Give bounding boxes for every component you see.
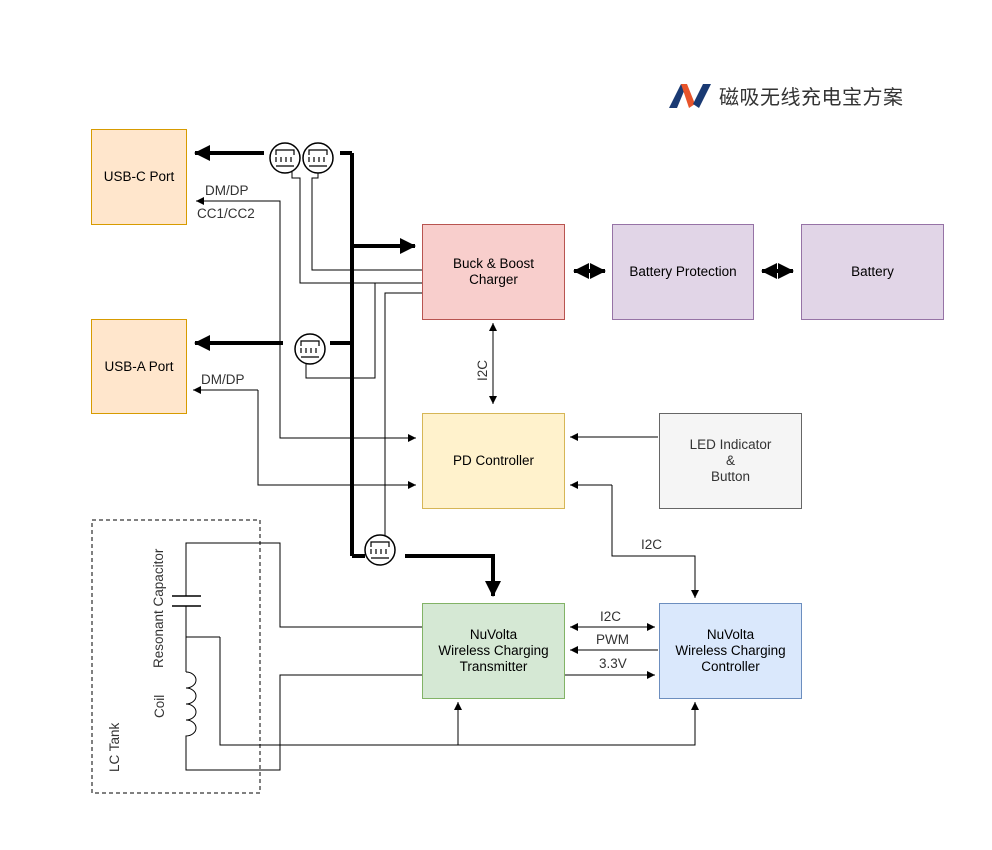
i2c-pd-wl-label: I2C [641,537,663,552]
usbc-mosfet1-gate-wire [291,166,422,284]
usb-a-port-block: USB-A Port [91,319,187,414]
mosfet-usba-icon [294,333,326,365]
wireless-controller-block: NuVolta Wireless Charging Controller [659,603,802,699]
usbc-dmdp-label: DM/DP [205,183,249,198]
lc-bottom-wire [185,674,422,771]
battery-protection-block: Battery Protection [612,224,754,320]
i2c-tx-ctrl-label: I2C [600,609,622,624]
brand-header: 磁吸无线充电宝方案 [667,80,904,110]
pd-controller-block: PD Controller [422,413,565,509]
v33-label: 3.3V [599,656,627,671]
buck-boost-charger-block: Buck & Boost Charger [422,224,565,320]
led-button-block: LED Indicator & Button [659,413,802,509]
wl-mosfet-gate-wire [384,292,422,540]
lc-top-wire [185,542,422,628]
lc-tank-label: LC Tank [107,722,122,772]
led-button-label: LED Indicator & Button [689,437,772,484]
mosfet-usbc-2-icon [302,142,334,174]
usba-dmdp-label: DM/DP [201,372,245,387]
resonant-capacitor-label: Resonant Capacitor [151,548,166,668]
usbc-cc-label: CC1/CC2 [197,206,255,221]
lc-tank-boundary [91,519,261,794]
usb-c-port-label: USB-C Port [103,169,175,184]
wireless-transmitter-block: NuVolta Wireless Charging Transmitter [422,603,565,699]
mosfet-wireless-icon [364,534,396,566]
usb-c-port-block: USB-C Port [91,129,187,225]
usb-a-port-label: USB-A Port [104,358,174,374]
battery-label: Battery [851,264,894,279]
power-wires [194,145,794,597]
coil-label: Coil [152,694,167,718]
usbc-data-wire [196,200,416,442]
wireless-transmitter-label: NuVolta Wireless Charging Transmitter [438,627,549,674]
signal-wires [172,166,699,771]
i2c-vertical-label: I2C [475,359,490,381]
battery-protection-label: Battery Protection [629,264,737,279]
battery-block: Battery [801,224,944,320]
page-title: 磁吸无线充电宝方案 [719,84,904,109]
power-to-transmitter [405,554,501,597]
wireless-controller-label: NuVolta Wireless Charging Controller [675,627,786,674]
usbc-mosfet2-gate-wire [311,166,422,271]
av-logo-icon [669,84,711,108]
usba-mosfet-gate-wire [305,282,422,379]
i2c-pd-wl-wire [611,485,699,598]
pwm-label: PWM [596,632,629,647]
pd-controller-label: PD Controller [452,453,535,468]
coil-symbol [185,671,197,738]
mosfet-usbc-1-icon [269,142,301,174]
usba-data-wire [257,390,416,489]
buck-boost-charger-label: Buck & Boost Charger [452,256,535,287]
